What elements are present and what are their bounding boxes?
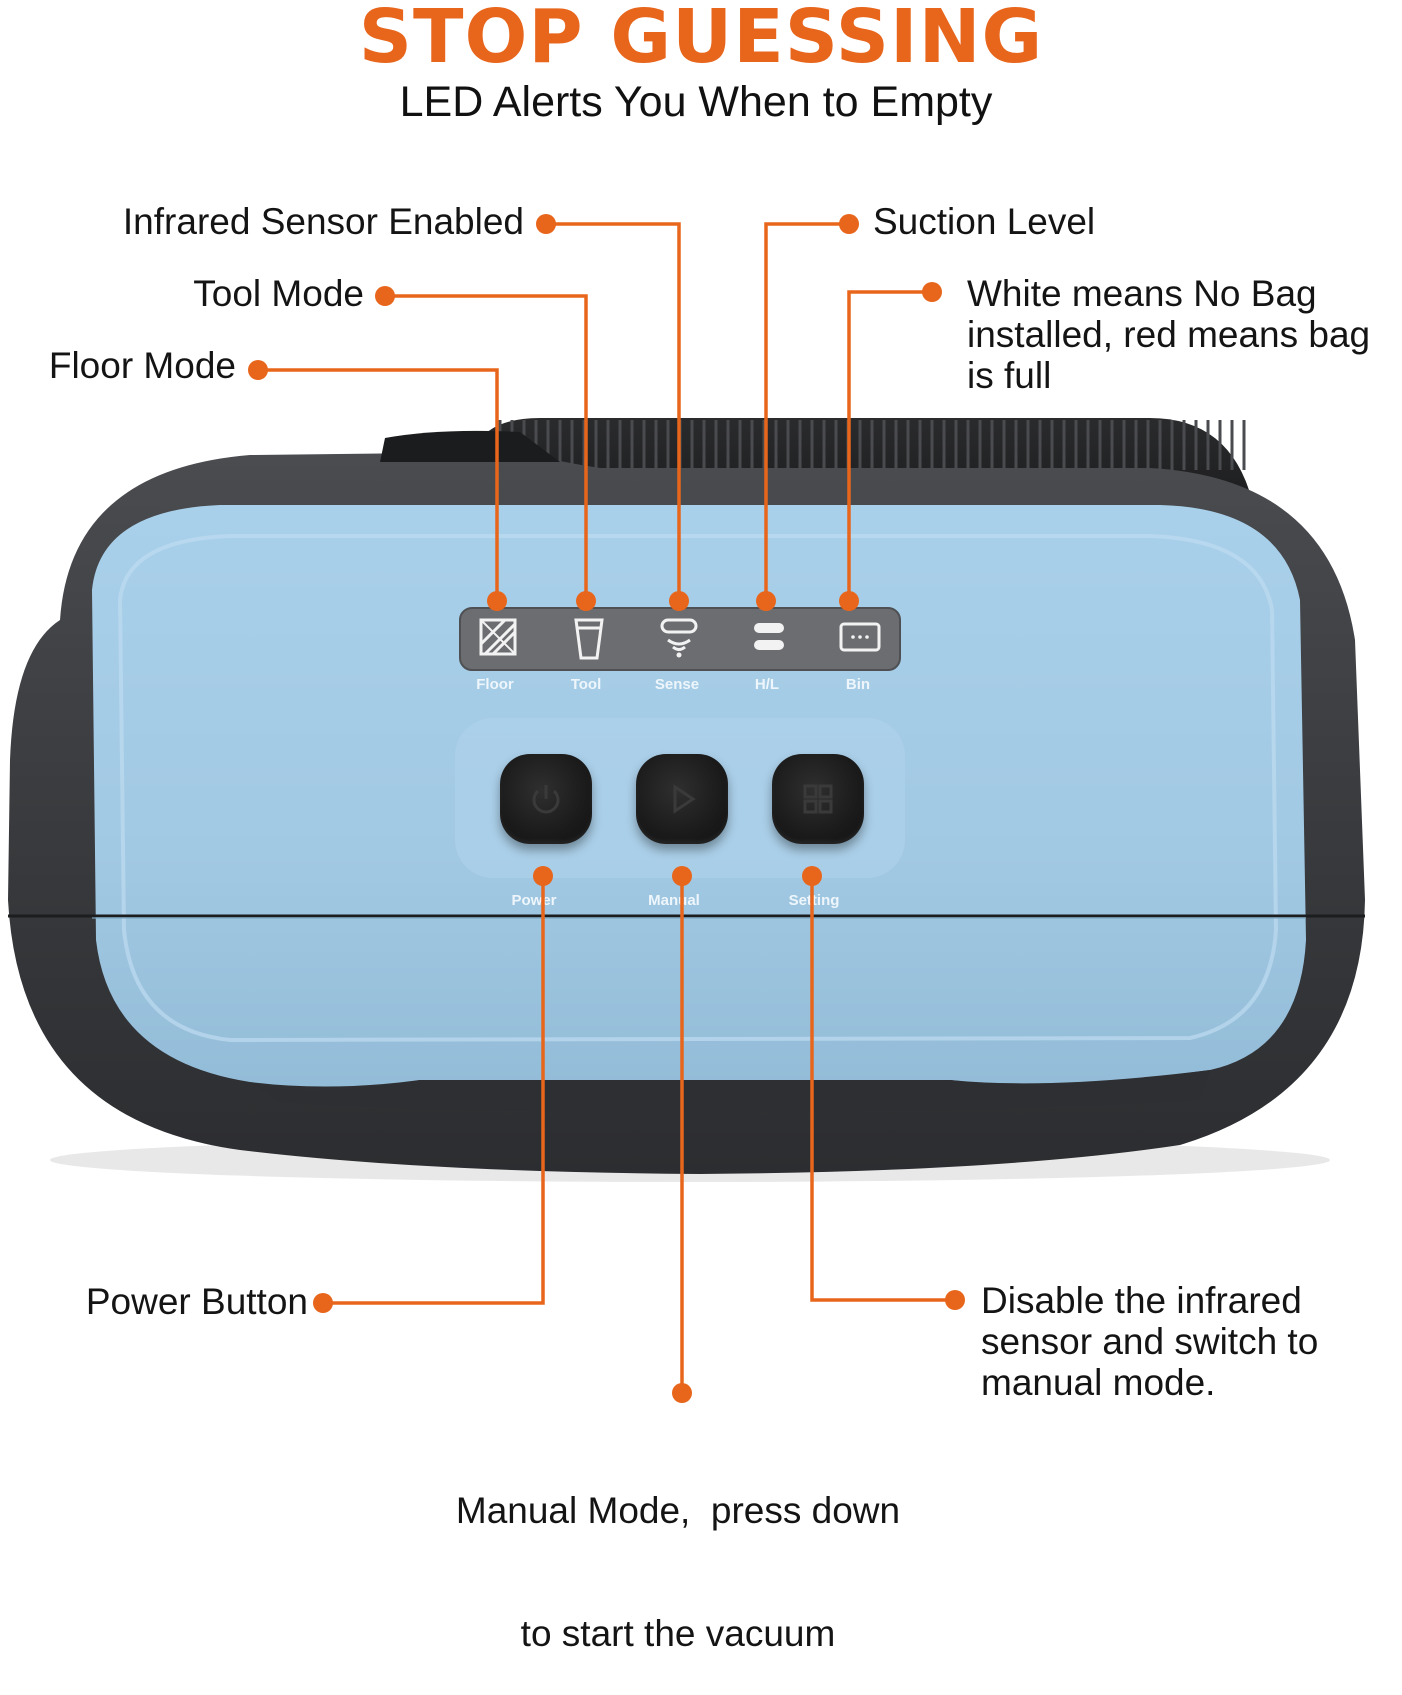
suction-level-icon: [746, 614, 792, 660]
led-label-bin: Bin: [845, 676, 871, 693]
led-label-hl: H/L: [754, 676, 780, 693]
page-title: STOP GUESSING: [358, 0, 1044, 80]
led-label-sense: Sense: [654, 676, 700, 693]
callout-manual-line-2: to start the vacuum: [520, 1613, 836, 1654]
bin-icon: [837, 614, 883, 660]
callout-bag-line-2: installed, red means bag: [967, 314, 1371, 355]
button-label-manual: Manual: [648, 892, 700, 909]
button-label-power: Power: [511, 892, 557, 909]
callout-power-button: Power Button: [85, 1281, 308, 1322]
floor-icon: [475, 614, 521, 660]
callout-suction-level: Suction Level: [873, 201, 1096, 242]
tool-icon: [566, 614, 612, 660]
page-subtitle: LED Alerts You When to Empty: [399, 78, 993, 126]
callout-bag-status: White means No Bag installed, red means …: [967, 273, 1397, 396]
setting-button[interactable]: [772, 754, 864, 844]
callout-manual-line-1: Manual Mode, press down: [455, 1490, 901, 1531]
led-label-floor: Floor: [476, 676, 514, 693]
manual-button[interactable]: [636, 754, 728, 844]
play-icon: [673, 784, 696, 814]
sensor-icon: [656, 614, 702, 660]
button-label-setting: Setting: [788, 892, 840, 909]
callout-setting: Disable the infrared sensor and switch t…: [981, 1280, 1391, 1403]
callout-infrared-sensor: Infrared Sensor Enabled: [122, 201, 524, 242]
callout-manual-mode: Manual Mode, press down to start the vac…: [378, 1408, 978, 1695]
callout-tool-mode: Tool Mode: [193, 273, 364, 314]
callout-setting-line-3: manual mode.: [981, 1362, 1216, 1403]
callout-bag-line-3: is full: [967, 355, 1052, 396]
power-button[interactable]: [500, 754, 592, 844]
callout-floor-mode: Floor Mode: [48, 345, 236, 386]
power-icon: [532, 785, 560, 814]
grid-icon: [803, 784, 833, 814]
callout-bag-line-1: White means No Bag: [967, 273, 1317, 314]
callout-setting-line-2: sensor and switch to: [981, 1321, 1319, 1362]
callout-setting-line-1: Disable the infrared: [981, 1280, 1302, 1321]
led-label-tool: Tool: [570, 676, 602, 693]
